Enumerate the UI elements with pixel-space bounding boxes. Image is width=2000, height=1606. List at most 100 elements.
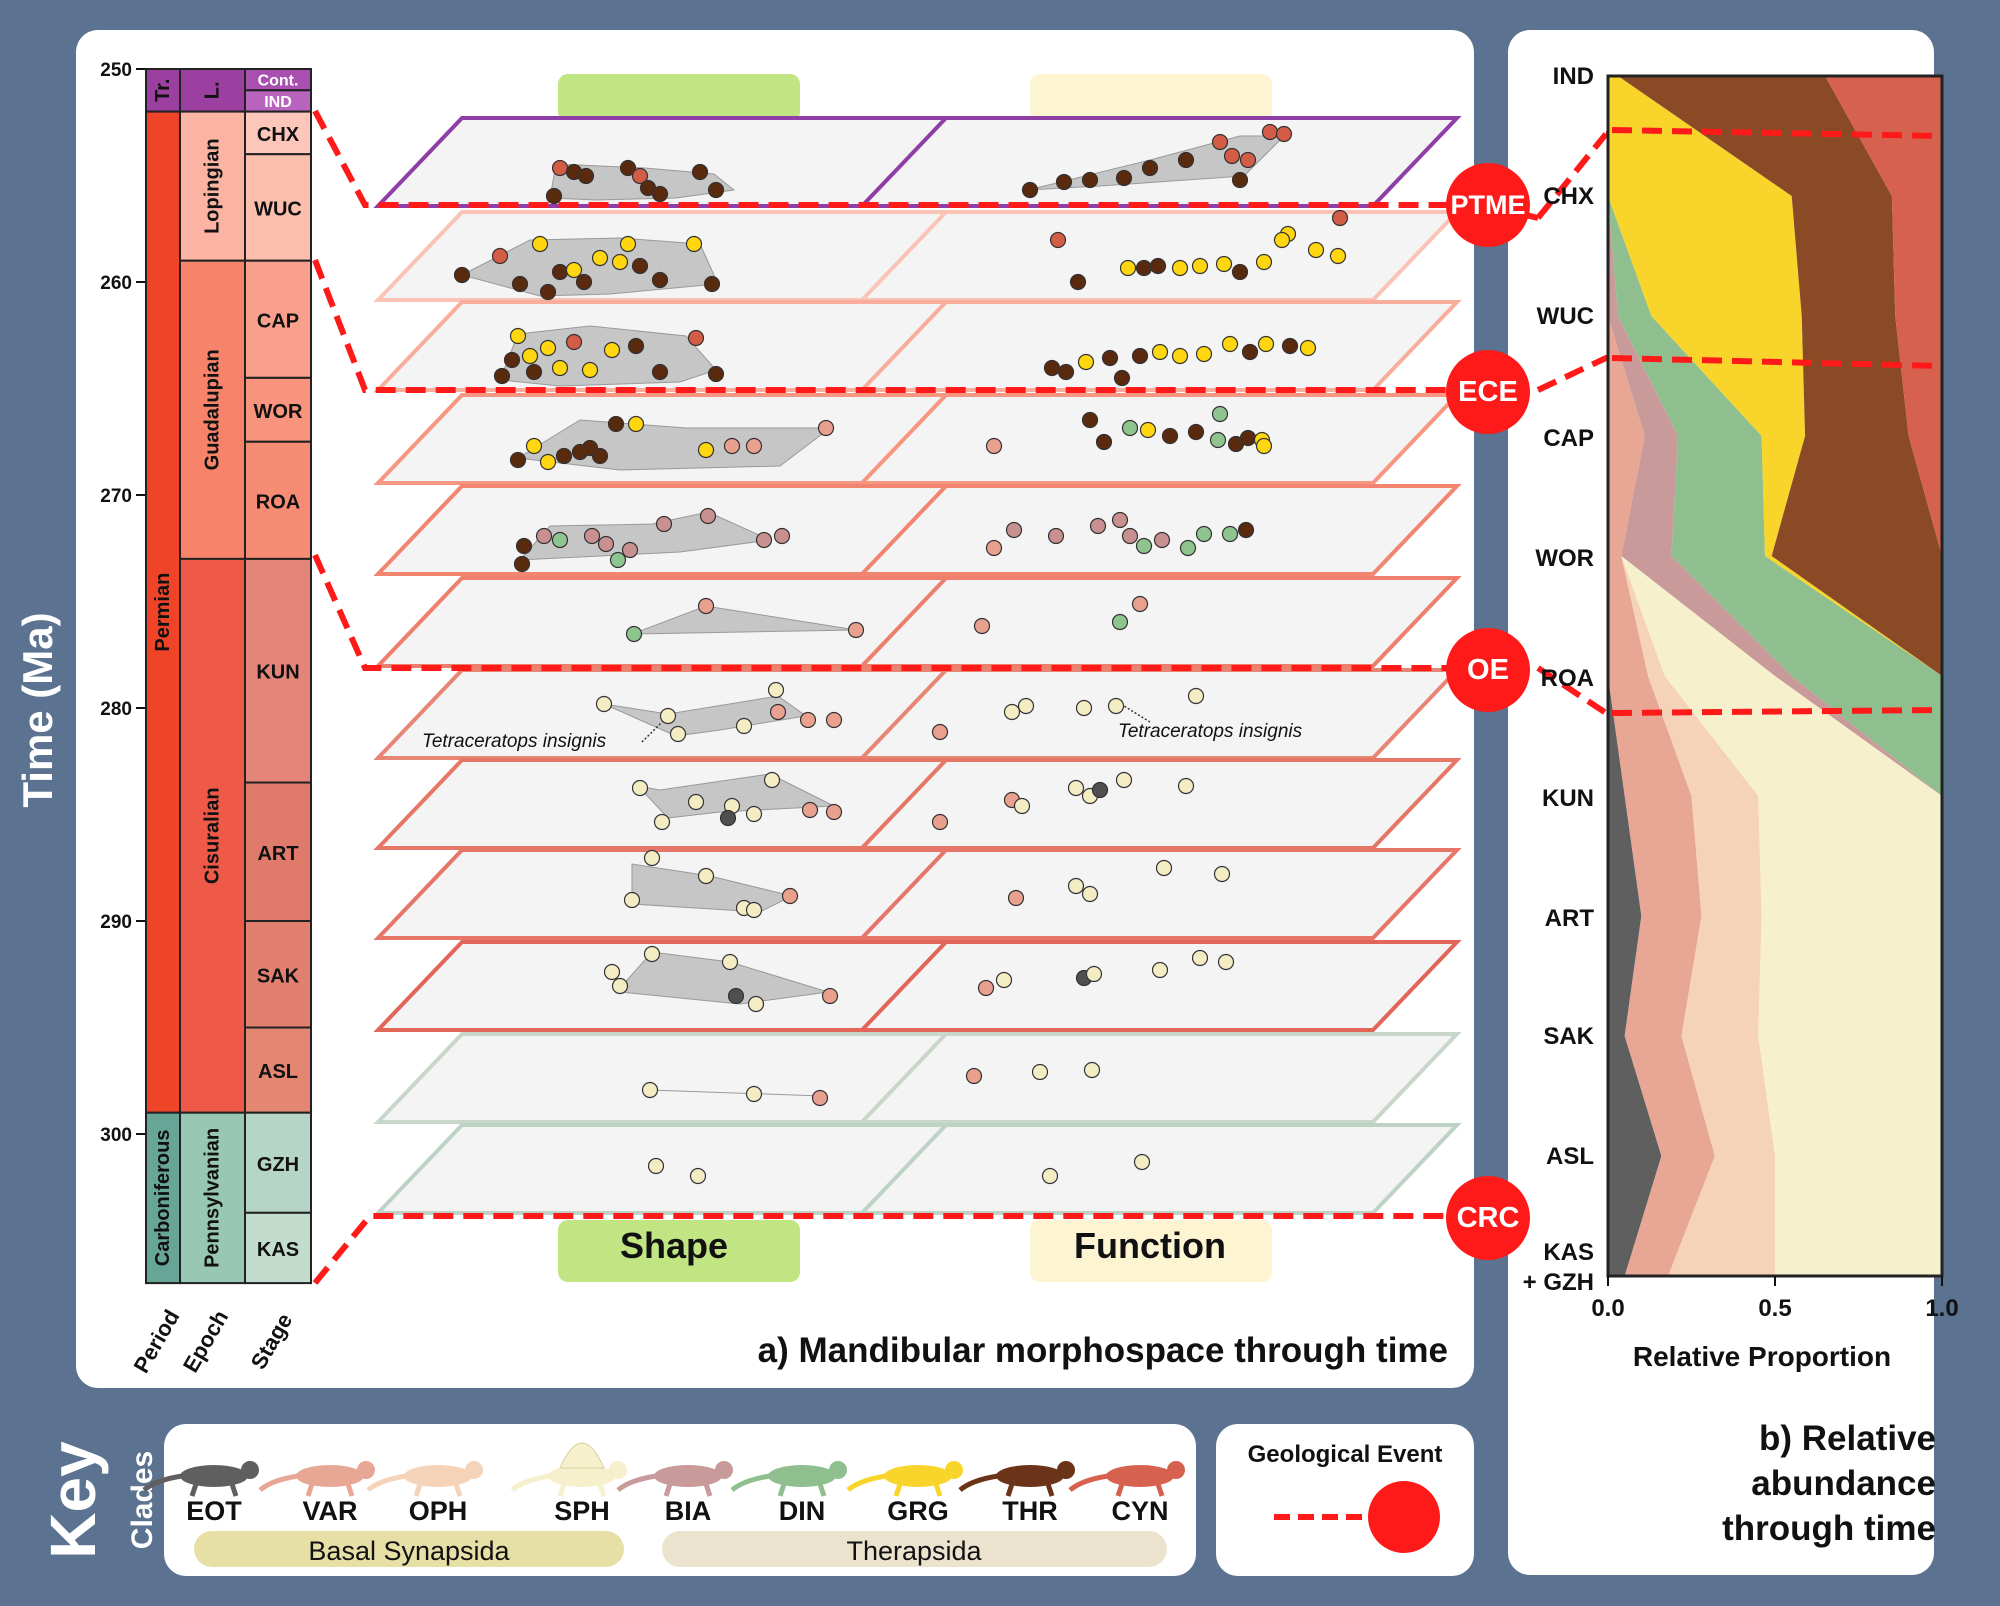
specimen-point bbox=[575, 273, 593, 291]
specimen-point bbox=[1151, 343, 1169, 361]
specimen-point bbox=[1231, 171, 1249, 189]
specimen-point bbox=[611, 977, 629, 995]
specimen-point bbox=[931, 723, 949, 741]
specimen-point bbox=[1223, 147, 1241, 165]
area-bia bbox=[1608, 76, 1942, 1276]
epoch-label: Guadalupian bbox=[202, 349, 224, 470]
epoch-label: Lopingian bbox=[202, 138, 224, 234]
stage-label: KAS bbox=[257, 1239, 299, 1261]
stage-box bbox=[244, 153, 312, 262]
clade-leg-icon bbox=[453, 1483, 463, 1497]
specimen-point bbox=[1083, 1061, 1101, 1079]
specimen-point bbox=[577, 167, 595, 185]
clade-oph: OPH bbox=[366, 1461, 483, 1526]
specimen-point bbox=[965, 1067, 983, 1085]
epoch-box bbox=[179, 68, 246, 113]
specimen-point bbox=[745, 805, 763, 823]
specimen-point bbox=[1119, 259, 1137, 277]
clade-leg-icon bbox=[597, 1483, 607, 1497]
specimen-point bbox=[631, 167, 649, 185]
specimen-point bbox=[591, 447, 609, 465]
specimen-point bbox=[1131, 595, 1149, 613]
abundance-stage-label: KAS bbox=[1543, 1239, 1594, 1266]
specimen-point bbox=[1101, 349, 1119, 367]
specimen-point bbox=[545, 187, 563, 205]
specimen-point bbox=[551, 159, 569, 177]
specimen-point bbox=[643, 945, 661, 963]
specimen-point bbox=[571, 443, 589, 461]
specimen-point bbox=[1237, 521, 1255, 539]
abundance-stage-label: ROA bbox=[1541, 665, 1594, 692]
specimen-point bbox=[453, 266, 471, 284]
key-event-circle bbox=[1368, 1481, 1440, 1553]
specimen-point bbox=[689, 1167, 707, 1185]
specimen-point bbox=[535, 527, 553, 545]
specimen-point bbox=[539, 453, 557, 471]
specimen-point bbox=[1275, 125, 1293, 143]
specimen-point bbox=[1133, 1153, 1151, 1171]
specimen-point bbox=[1005, 521, 1023, 539]
specimen-point bbox=[1007, 889, 1025, 907]
specimen-point bbox=[555, 447, 573, 465]
specimen-point bbox=[515, 537, 533, 555]
specimen-point bbox=[697, 597, 715, 615]
morphospace-scatter bbox=[545, 123, 1293, 205]
morphospace-layer bbox=[373, 116, 1462, 208]
clade-leg-icon bbox=[893, 1483, 903, 1497]
specimen-point bbox=[1187, 687, 1205, 705]
specimen-point bbox=[627, 337, 645, 355]
time-tick-label: 270 bbox=[100, 486, 132, 507]
morphospace-layer bbox=[373, 758, 1462, 850]
clade-tail-icon bbox=[258, 1473, 299, 1492]
specimen-point bbox=[1057, 363, 1075, 381]
morphospace-scatter bbox=[513, 507, 1255, 573]
specimen-point bbox=[609, 551, 627, 569]
clade-leg-icon bbox=[1045, 1483, 1055, 1497]
specimen-point bbox=[707, 181, 725, 199]
clade-silhouette-icon bbox=[404, 1465, 472, 1487]
specimen-point bbox=[825, 711, 843, 729]
clade-head-icon bbox=[945, 1461, 963, 1479]
stage-label: ROA bbox=[256, 491, 300, 513]
clade-var: VAR bbox=[258, 1461, 375, 1526]
stage-box bbox=[244, 440, 312, 560]
specimen-point bbox=[1231, 263, 1249, 281]
specimen-point bbox=[1131, 347, 1149, 365]
shape-label: Shape bbox=[620, 1225, 728, 1266]
clade-code: GRG bbox=[887, 1496, 949, 1526]
specimen-point bbox=[619, 159, 637, 177]
abundance-x-label: Relative Proportion bbox=[1633, 1341, 1891, 1372]
time-tick-label: 260 bbox=[100, 273, 132, 294]
epoch-box bbox=[179, 110, 246, 262]
specimen-point bbox=[651, 271, 669, 289]
specimen-point bbox=[491, 247, 509, 265]
specimen-point bbox=[607, 415, 625, 433]
function-plane bbox=[857, 668, 1462, 760]
specimen-point bbox=[1115, 771, 1133, 789]
morphospace-scatter bbox=[623, 849, 1231, 919]
function-plane bbox=[857, 848, 1462, 940]
specimen-point bbox=[1135, 537, 1153, 555]
specimen-point bbox=[525, 363, 543, 381]
specimen-point bbox=[509, 451, 527, 469]
specimen-point bbox=[1041, 1167, 1059, 1185]
abundance-line-oe bbox=[1611, 707, 1943, 716]
specimen-point bbox=[1155, 859, 1173, 877]
key-event-title: Geological Event bbox=[1248, 1441, 1443, 1468]
specimen-point bbox=[1177, 151, 1195, 169]
clade-din: DIN bbox=[730, 1461, 847, 1526]
event-label: CRC bbox=[1457, 1202, 1520, 1234]
specimen-point bbox=[565, 261, 583, 279]
clade-bia: BIA bbox=[616, 1461, 733, 1526]
event-line-ece bbox=[312, 258, 1448, 393]
specimen-point bbox=[655, 515, 673, 533]
specimen-point bbox=[1043, 359, 1061, 377]
clade-silhouette-icon bbox=[296, 1465, 364, 1487]
clade-head-icon bbox=[829, 1461, 847, 1479]
specimen-point bbox=[1179, 539, 1197, 557]
clade-head-icon bbox=[357, 1461, 375, 1479]
panel-b-title-line1: b) Relative bbox=[1759, 1419, 1936, 1458]
shape-header-tab bbox=[558, 74, 800, 122]
